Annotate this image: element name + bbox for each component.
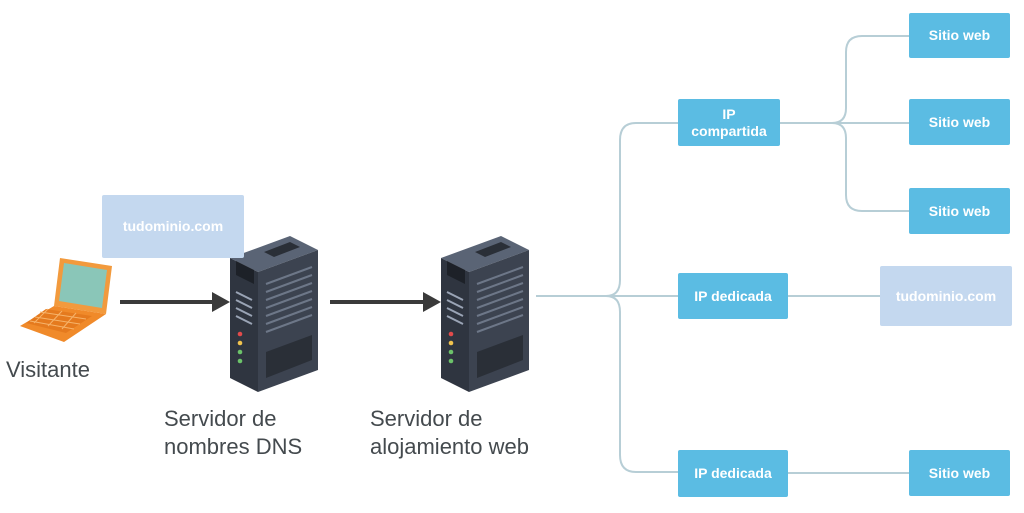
laptop-icon bbox=[20, 258, 112, 342]
arrow-visitor-to-dns bbox=[120, 292, 230, 312]
shared-fork-top bbox=[831, 35, 909, 124]
branch-dedicated-ip-2 bbox=[605, 295, 678, 473]
dedicated-website-box: Sitio web bbox=[909, 450, 1010, 496]
connector-lines bbox=[536, 35, 909, 474]
dns-server-icon bbox=[230, 236, 318, 392]
dns-server-label: Servidor de nombres DNS bbox=[164, 406, 303, 459]
branch-shared-ip bbox=[605, 122, 678, 297]
dedicated-domain-box: tudominio.com bbox=[880, 266, 1012, 326]
visitor-label: Visitante bbox=[6, 357, 90, 382]
website-box-1: Sitio web bbox=[909, 13, 1010, 58]
arrow-dns-to-host bbox=[330, 292, 441, 312]
shared-ip-box: IP compartida bbox=[678, 99, 780, 146]
shared-fork-bottom bbox=[831, 122, 909, 212]
website-box-2: Sitio web bbox=[909, 99, 1010, 145]
dedicated-ip-box-2: IP dedicada bbox=[678, 450, 788, 497]
domain-bubble: tudominio.com bbox=[102, 195, 244, 258]
website-box-3: Sitio web bbox=[909, 188, 1010, 234]
web-server-label: Servidor de alojamiento web bbox=[370, 406, 529, 459]
web-server-icon bbox=[441, 236, 529, 392]
dedicated-ip-box-1: IP dedicada bbox=[678, 273, 788, 319]
